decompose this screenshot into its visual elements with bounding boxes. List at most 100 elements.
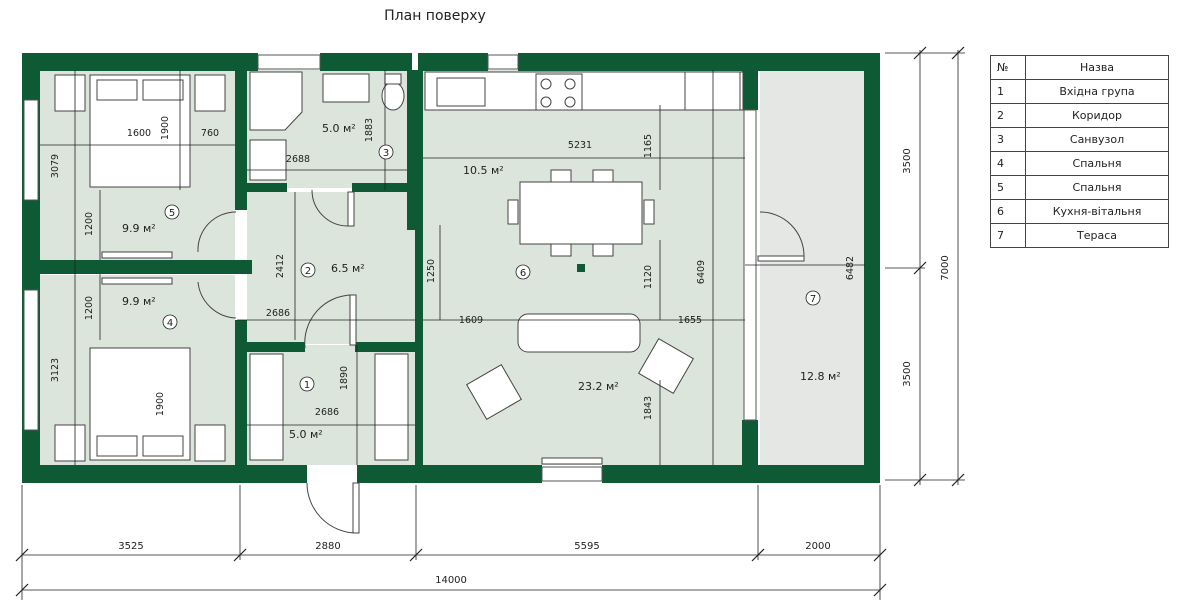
wall-entrance-top-b [355, 342, 415, 352]
wall-bath-bottom [247, 183, 287, 192]
kitchen-sink [436, 77, 486, 107]
dim-label: 1609 [459, 315, 483, 326]
wardrobe-left [249, 353, 284, 461]
exterior-dimension-labels: 3525 2880 5595 2000 14000 3500 3500 7000 [118, 148, 951, 586]
door-bath [311, 189, 349, 227]
dim-label: 6482 [845, 256, 856, 280]
area-7: 12.8 м² [800, 370, 841, 383]
inner-dimension-lines [40, 70, 865, 465]
area-4: 9.9 м² [122, 295, 156, 308]
room-number: 5 [169, 208, 175, 219]
wall-bedroom-corridor-b [235, 320, 247, 465]
dim-label: 1200 [84, 296, 95, 320]
armchair [637, 337, 695, 395]
legend-row: 1 Вхідна група [990, 79, 1169, 104]
wall-bedroom-corridor-a [235, 70, 247, 210]
legend-num: 2 [990, 103, 1026, 128]
inner-dimension-labels: 1600 1900 760 3079 1200 1200 3123 1900 2… [50, 116, 856, 420]
wall-top-5 [678, 53, 880, 71]
legend-row: 6 Кухня-вітальня [990, 199, 1169, 224]
legend-header-num: № [990, 55, 1026, 80]
wall-top-4 [518, 53, 678, 71]
room-marker-1 [299, 376, 315, 392]
legend-num: 6 [990, 199, 1026, 224]
area-5: 9.9 м² [122, 222, 156, 235]
walls [22, 53, 880, 483]
legend-name: Спальня [1025, 151, 1169, 176]
room-marker-7 [805, 290, 821, 306]
legend-row: 4 Спальня [990, 151, 1169, 176]
legend-num: 3 [990, 127, 1026, 152]
nightstand [54, 74, 86, 112]
dim-bottom-3: 5595 [574, 541, 599, 552]
wall-top-2 [320, 53, 412, 71]
wardrobe-right [374, 353, 409, 461]
room-legend-table: № Назва 1 Вхідна група 2 Коридор 3 Санву… [990, 55, 1169, 248]
nightstand [194, 74, 226, 112]
wall-living-right-a [742, 70, 758, 110]
wall-bottom-3 [602, 465, 880, 483]
dim-label: 2686 [266, 308, 290, 319]
dim-label: 1655 [678, 315, 702, 326]
window-bed4 [23, 289, 39, 431]
room-marker-2 [300, 262, 316, 278]
room-number: 1 [304, 380, 310, 391]
window-bed5 [23, 99, 39, 201]
center-column [577, 264, 585, 272]
washing-machine [249, 139, 287, 181]
wall-right [864, 53, 880, 483]
room-number: 2 [305, 266, 311, 277]
nightstand [54, 424, 86, 462]
dim-label: 1600 [127, 128, 151, 139]
legend-row: 5 Спальня [990, 175, 1169, 200]
tv-stand [541, 457, 603, 465]
wall-top-1 [22, 53, 258, 71]
legend-row: 2 Коридор [990, 103, 1169, 128]
room-marker-6 [515, 264, 531, 280]
sofa [517, 313, 641, 353]
wall-bottom-1 [22, 465, 307, 483]
dim-label: 1843 [643, 396, 654, 420]
window-kitchen [487, 54, 519, 70]
shower-tray [249, 71, 303, 131]
room-areas: 9.9 м² 9.9 м² 5.0 м² 6.5 м² 5.0 м² 10.5 … [122, 122, 841, 441]
dim-label: 2688 [286, 154, 310, 165]
room-marker-5 [164, 204, 180, 220]
room-numbers: 5 4 3 2 1 6 7 [167, 148, 816, 391]
fixtures [54, 71, 744, 465]
armchair [465, 363, 523, 421]
dim-right-2: 3500 [902, 361, 913, 386]
window-bath [257, 54, 321, 70]
room-number: 6 [520, 268, 526, 279]
dim-label: 1900 [155, 392, 166, 416]
legend-header-name: Назва [1025, 55, 1169, 80]
wall-bath-bottom-2 [352, 183, 407, 192]
door-entrance [306, 482, 356, 534]
room-markers [162, 144, 821, 392]
dim-total: 14000 [435, 575, 467, 586]
dim-bottom-1: 3525 [118, 541, 143, 552]
dim-label: 3123 [50, 358, 61, 382]
wall-bedroom-split [22, 260, 252, 274]
sink [322, 73, 370, 103]
legend-name: Тераса [1025, 223, 1169, 248]
legend-num: 5 [990, 175, 1026, 200]
dim-label: 760 [201, 128, 219, 139]
wall-entrance-top-a [247, 342, 305, 352]
dim-label: 6409 [696, 260, 707, 284]
legend-name: Коридор [1025, 103, 1169, 128]
dim-label: 2686 [315, 407, 339, 418]
corridor-floor [247, 192, 415, 344]
dim-bottom-2: 2880 [315, 541, 340, 552]
wardrobe [101, 251, 173, 259]
door-bed5 [197, 211, 237, 253]
dim-right-1: 3500 [902, 148, 913, 173]
legend-name: Санвузол [1025, 127, 1169, 152]
wardrobe [101, 277, 173, 285]
dim-label: 1120 [643, 265, 654, 289]
room-marker-4 [162, 314, 178, 330]
door-entrance-inner [304, 294, 353, 349]
dim-label: 1165 [643, 134, 654, 158]
area-2: 6.5 м² [331, 262, 365, 275]
